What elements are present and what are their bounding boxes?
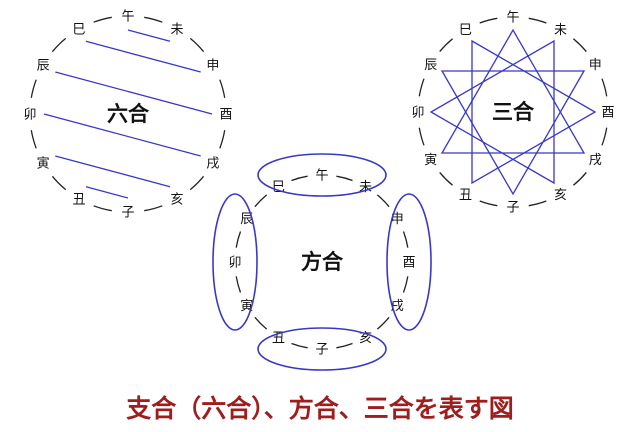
hogo-title: 方合 — [301, 249, 344, 274]
sango-ring-arc — [601, 127, 608, 146]
sango-ring-arc — [528, 17, 547, 24]
sango-branch-label: 子 — [506, 201, 519, 216]
rikugo-branch-label: 巳 — [72, 23, 85, 38]
sango-triangle — [471, 39, 597, 185]
rikugo-branch-label: 辰 — [37, 59, 50, 74]
hogo-ring-arc — [235, 276, 242, 293]
sango-branch-label: 辰 — [424, 58, 437, 73]
rikugo-ring-arc — [93, 16, 112, 23]
rikugo-pair-line — [127, 29, 171, 42]
hogo-ring-arc — [291, 342, 308, 349]
sango-ring-arc — [572, 38, 587, 53]
hogo-branch-label: 巳 — [272, 180, 285, 195]
rikugo-ring-arc — [93, 205, 112, 212]
hogo-group-ellipse — [386, 193, 432, 331]
sango-ring-arc — [572, 171, 587, 186]
hogo-ring-arc — [376, 194, 390, 208]
sango-branch-label: 巳 — [459, 23, 472, 38]
rikugo-branch-label: 申 — [206, 59, 219, 74]
hogo-ring-arc — [376, 316, 390, 330]
hogo-branch-label: 子 — [315, 343, 328, 358]
hogo-ring-arc — [336, 175, 353, 182]
rikugo-ring-arc — [51, 175, 67, 191]
hogo-branch-label: 辰 — [240, 212, 253, 227]
sango-ring-arc — [439, 171, 454, 186]
hogo-group-ellipse — [257, 327, 387, 371]
sango-branch-label: 申 — [589, 58, 602, 73]
hogo-ring-arc — [291, 175, 308, 182]
sango-ring-arc — [439, 38, 454, 53]
figure-caption: 支合（六合）、方合、三合を表す図 — [126, 394, 514, 423]
hogo-ring-arc — [402, 231, 409, 248]
rikugo-ring-arc — [189, 37, 205, 53]
hogo-ring-arc — [402, 276, 409, 293]
sango-branch-label: 戌 — [589, 153, 602, 168]
rikugo-pair-line — [85, 40, 201, 73]
hogo-group-ellipse — [212, 193, 258, 331]
rikugo-pair-line — [55, 71, 213, 115]
hogo-branch-label: 申 — [391, 212, 404, 227]
sango-branch-label: 酉 — [601, 106, 614, 121]
rikugo-title: 六合 — [107, 101, 150, 126]
hogo-branch-label: 酉 — [402, 256, 415, 271]
hogo-branch-label: 未 — [359, 180, 372, 195]
hogo-ring-arc — [336, 342, 353, 349]
sango-title: 三合 — [492, 99, 535, 124]
rikugo-branch-label: 亥 — [170, 192, 183, 207]
hogo-branch-label: 卯 — [228, 256, 241, 271]
hogo-ring-arc — [254, 316, 268, 330]
hogo-ring-arc — [235, 231, 242, 248]
rikugo-branch-label: 戌 — [206, 157, 219, 172]
rikugo-branch-label: 丑 — [72, 192, 85, 207]
rikugo-ring-arc — [51, 37, 67, 53]
sango-triangle — [440, 28, 586, 154]
rikugo-branch-label: 卯 — [23, 108, 36, 123]
hogo-group-ellipse — [257, 153, 387, 197]
sango-branch-label: 午 — [506, 11, 519, 26]
hogo-ring-arc — [254, 194, 268, 208]
rikugo-ring-arc — [219, 130, 226, 149]
hogo-branch-label: 午 — [315, 169, 328, 184]
rikugo-ring-arc — [219, 79, 226, 98]
rikugo-branch-label: 未 — [170, 23, 183, 38]
sango-ring-arc — [528, 200, 547, 207]
sango-triangle — [429, 39, 555, 185]
sango-branch-label: 寅 — [424, 152, 437, 168]
sango-ring-arc — [479, 200, 498, 207]
rikugo-branch-label: 寅 — [37, 156, 50, 172]
rikugo-ring-arc — [30, 130, 37, 149]
sango-ring-arc — [601, 78, 608, 97]
sango-triangle — [440, 70, 586, 196]
rikugo-pair-line — [55, 155, 171, 188]
rikugo-branch-label: 子 — [121, 206, 134, 221]
sango-branch-label: 亥 — [554, 188, 567, 203]
sango-ring-arc — [418, 127, 425, 146]
sango-branch-label: 卯 — [411, 106, 424, 121]
rikugo-ring-arc — [144, 205, 163, 212]
sango-branch-label: 未 — [554, 23, 567, 38]
rikugo-ring-arc — [144, 16, 163, 23]
rikugo-branch-label: 午 — [121, 10, 134, 25]
rikugo-pair-line — [85, 186, 129, 199]
rikugo-ring-arc — [30, 79, 37, 98]
sango-branch-label: 丑 — [459, 188, 472, 203]
rikugo-branch-label: 酉 — [219, 108, 232, 123]
rikugo-ring-arc — [189, 175, 205, 191]
rikugo-pair-line — [43, 113, 201, 157]
sango-ring-arc — [479, 17, 498, 24]
sango-ring-arc — [418, 78, 425, 97]
